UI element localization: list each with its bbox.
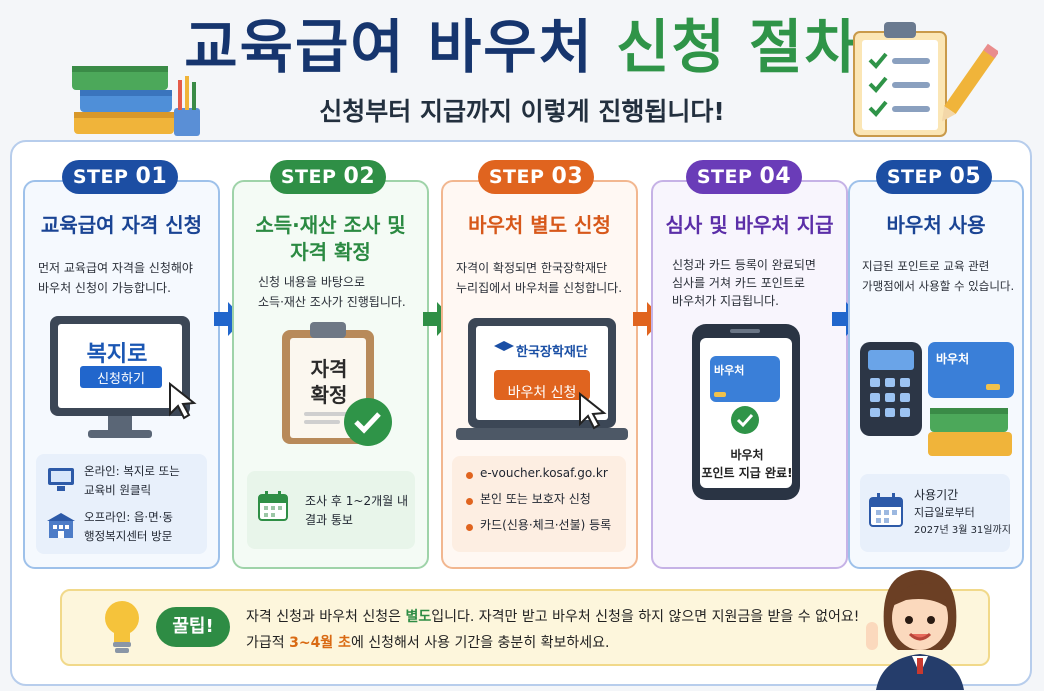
phone-illustration [692, 324, 800, 500]
step-03-badge: STEP 03 [478, 160, 594, 194]
calendar-icon [258, 491, 288, 521]
arrow-right-icon [423, 302, 453, 336]
payment-illustration [860, 342, 1014, 456]
bullet-dot [466, 524, 473, 531]
student-character [866, 570, 964, 690]
clipboard-illustration [282, 322, 392, 446]
step-04-title: 심사 및 바우처 지급 [665, 213, 834, 237]
calendar-icon [869, 493, 903, 527]
step-02-badge: STEP 02 [270, 160, 386, 194]
step-03-info [452, 456, 626, 552]
checklist-illustration [853, 22, 998, 137]
step-05-title: 바우처 사용 [886, 213, 986, 237]
arrow-right-icon [214, 302, 244, 336]
laptop-illustration [456, 318, 628, 440]
step-01-title: 교육급여 자격 신청 [40, 213, 203, 237]
page-title: 교육급여 바우처 신청 절차 [0, 10, 1044, 84]
arrow-right-icon [832, 302, 862, 336]
books-illustration [72, 66, 200, 136]
step-01-badge: STEP 01 [62, 160, 178, 194]
monitor-illustration [50, 316, 197, 438]
tip-line-1: 자격 신청과 바우처 신청은 별도입니다. 자격만 받고 바우처 신청을 하지 … [246, 609, 860, 625]
step-03-applicant: 본인 또는 보호자 신청 [480, 492, 591, 506]
page-subtitle: 신청부터 지급까지 이렇게 진행됩니다! [319, 97, 725, 126]
kosaf-brand: 한국장학재단 [516, 345, 588, 360]
title-part2: 신청 절차 [616, 13, 860, 81]
step-04-badge: STEP 04 [686, 160, 802, 194]
tip-badge: 꿀팁! [156, 607, 230, 647]
building-icon [47, 513, 75, 538]
monitor-icon [48, 468, 74, 491]
welfare-site-title: 복지로 [86, 342, 148, 367]
lightbulb-icon [105, 601, 139, 653]
step-03-url: e-voucher.kosaf.go.kr [480, 466, 608, 480]
voucher-apply-button[interactable]: 바우처 신청 [507, 385, 577, 401]
bullet-dot [466, 498, 473, 505]
apply-button[interactable]: 신청하기 [97, 372, 145, 387]
phone-card-label: 바우처 [714, 364, 745, 377]
step-05-card-label: 바우처 [936, 352, 970, 366]
step-05-badge: STEP 05 [876, 160, 992, 194]
tip-line-2: 가급적 3~4월 초에 신청해서 사용 기간을 충분히 확보하세요. [246, 635, 610, 651]
arrow-right-icon [633, 302, 663, 336]
title-part1: 교육급여 바우처 [184, 13, 594, 81]
step-03-title: 바우처 별도 신청 [468, 213, 611, 237]
bullet-dot [466, 472, 473, 479]
step-03-card-registration: 카드(신용·체크·선불) 등록 [480, 518, 612, 532]
